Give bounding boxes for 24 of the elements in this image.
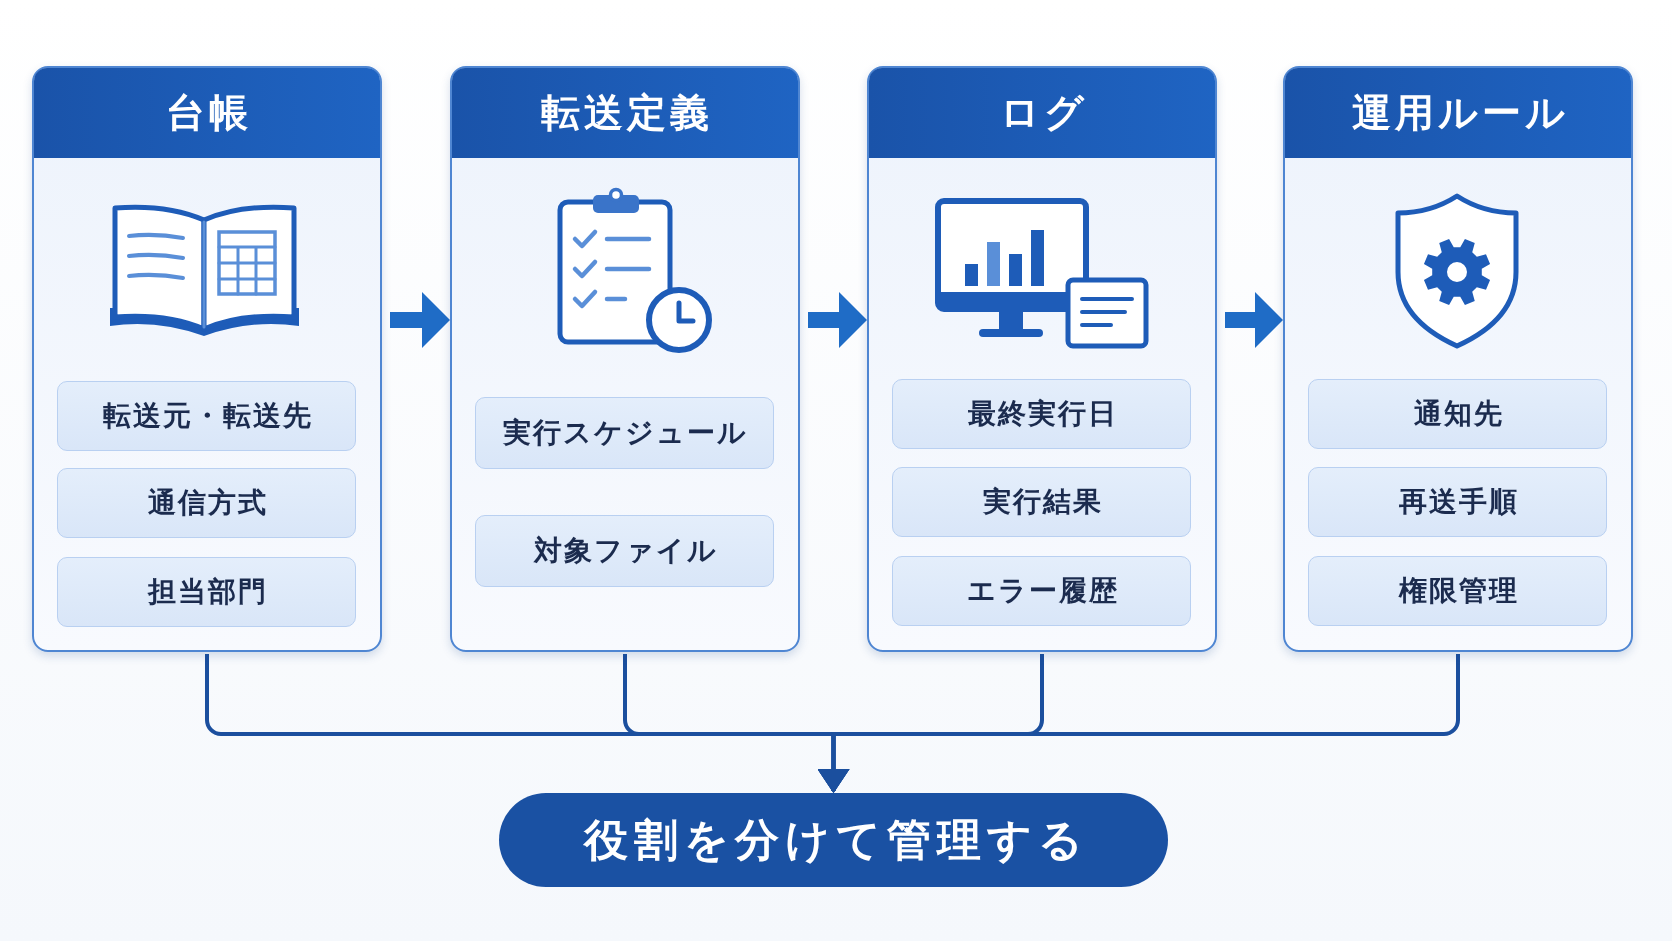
arrow [817, 654, 1460, 793]
summary-banner: 役割を分けて管理する [499, 793, 1168, 887]
arrow [390, 292, 450, 348]
list-item: 権限管理 [1308, 556, 1607, 626]
card-header: ログ [869, 68, 1215, 158]
card-header: 運用ルール [1285, 68, 1631, 158]
list-item: 担当部門 [57, 557, 356, 627]
category-card [450, 66, 800, 652]
list-item: 実行スケジュール [475, 397, 774, 469]
category-card [867, 66, 1217, 652]
list-item: エラー履歴 [892, 556, 1191, 626]
arrow [1225, 292, 1283, 348]
list-item: 通知先 [1308, 379, 1607, 449]
card-header: 台帳 [34, 68, 380, 158]
arrow [808, 292, 867, 348]
list-item: 転送元・転送先 [57, 381, 356, 451]
list-item: 通信方式 [57, 468, 356, 538]
list-item: 対象ファイル [475, 515, 774, 587]
category-card [32, 66, 382, 652]
list-item: 実行結果 [892, 467, 1191, 537]
card-header: 転送定義 [452, 68, 798, 158]
list-item: 再送手順 [1308, 467, 1607, 537]
list-item: 最終実行日 [892, 379, 1191, 449]
category-card [1283, 66, 1633, 652]
